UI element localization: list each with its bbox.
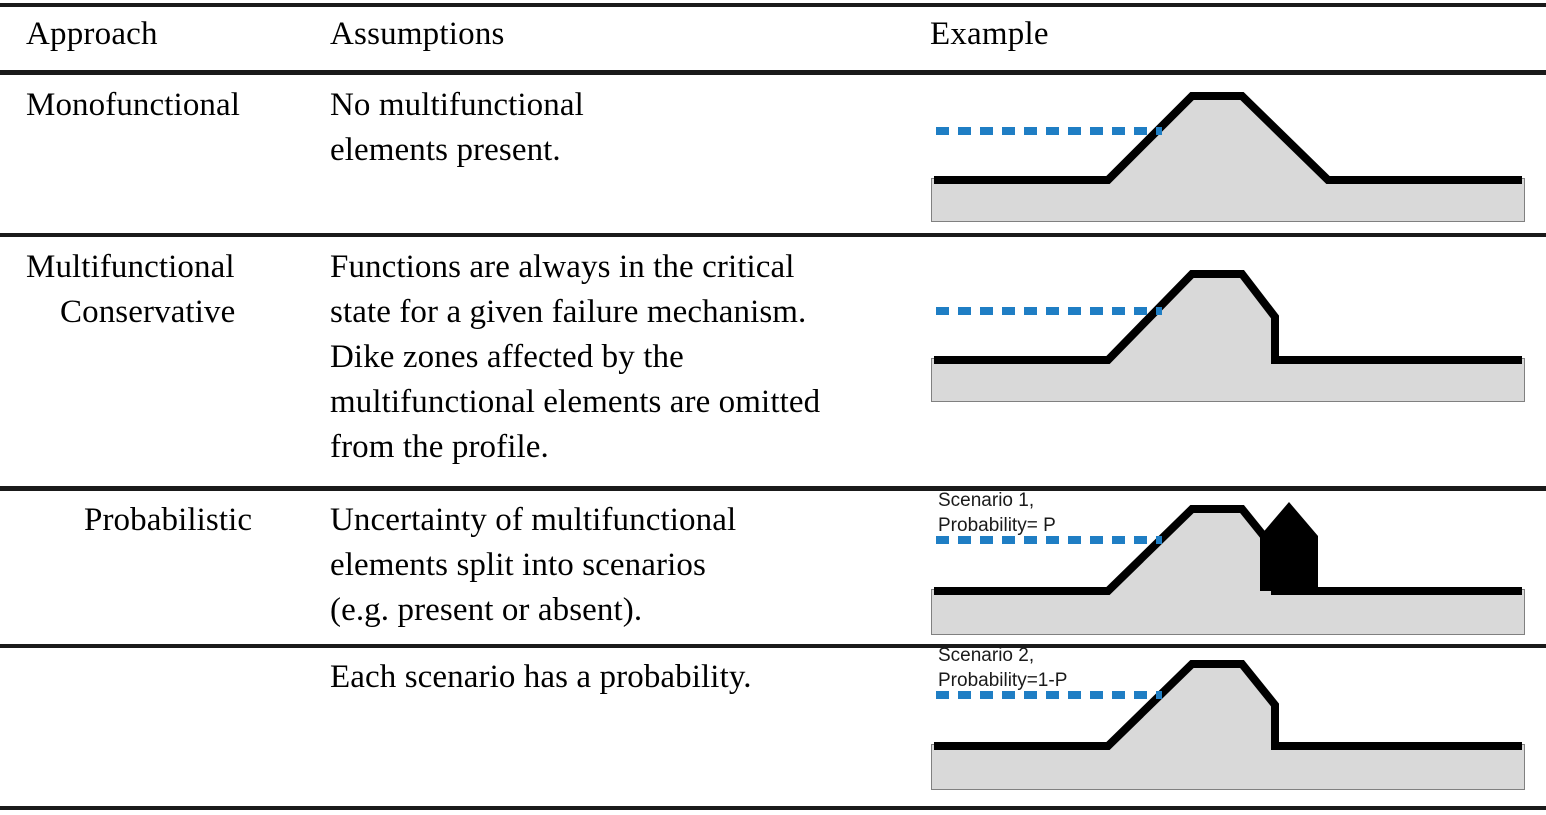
assumption-line: Dike zones affected by the bbox=[330, 339, 684, 375]
assumption-line: Uncertainty of multifunctional bbox=[330, 502, 737, 538]
table-row: Multifunctional Conservative Functions a… bbox=[0, 245, 1546, 470]
assumption-line: No multifunctional bbox=[330, 87, 584, 123]
cell-approach: Probabilistic bbox=[0, 498, 330, 543]
header-cell-approach: Approach bbox=[0, 14, 330, 54]
row-separator-2 bbox=[0, 486, 1546, 491]
scenario-label-line1: Scenario 2, bbox=[938, 645, 1034, 666]
assumption-line: elements present. bbox=[330, 132, 561, 168]
assumption-line: state for a given failure mechanism. bbox=[330, 294, 807, 330]
dike-body-fill bbox=[932, 273, 1524, 401]
cell-approach: Multifunctional Conservative bbox=[0, 245, 330, 335]
building-silhouette bbox=[1260, 502, 1318, 591]
assumptions-text: No multifunctional elements present. bbox=[330, 83, 930, 173]
table-row: Each scenario has a probability. Scenari… bbox=[0, 645, 1546, 790]
dike-profile-diagram-scenario2: Scenario 2, Probability=1-P bbox=[930, 639, 1546, 791]
cell-assumptions: Functions are always in the critical sta… bbox=[330, 245, 930, 470]
table-header-rule bbox=[0, 70, 1546, 75]
assumption-line: from the profile. bbox=[330, 429, 549, 465]
table-row: Probabilistic Uncertainty of multifuncti… bbox=[0, 490, 1546, 635]
column-header-example: Example bbox=[930, 16, 1049, 52]
table-header-row: Approach Assumptions Example bbox=[0, 14, 1546, 54]
table-row: Monofunctional No multifunctional elemen… bbox=[0, 83, 1546, 222]
approach-label: Multifunctional Conservative bbox=[26, 245, 330, 335]
assumption-line: elements split into scenarios bbox=[330, 547, 706, 583]
cell-assumptions: No multifunctional elements present. bbox=[330, 83, 930, 173]
approach-line: Monofunctional bbox=[26, 87, 241, 123]
scenario-label-line1: Scenario 1, bbox=[938, 490, 1034, 511]
dike-profile-diagram-truncated bbox=[930, 255, 1546, 405]
assumptions-text: Uncertainty of multifunctional elements … bbox=[330, 498, 930, 633]
assumption-line: (e.g. present or absent). bbox=[330, 592, 643, 628]
dike-body-fill bbox=[932, 95, 1524, 221]
dike-outline-truncated bbox=[934, 270, 1522, 364]
column-header-approach: Approach bbox=[26, 16, 158, 52]
column-header-assumptions: Assumptions bbox=[330, 16, 505, 52]
scenario-label-line2: Probability= P bbox=[938, 515, 1056, 536]
dike-outline bbox=[934, 92, 1522, 184]
assumption-line: multifunctional elements are omitted bbox=[330, 384, 821, 420]
header-cell-assumptions: Assumptions bbox=[330, 14, 930, 54]
assumption-line: Each scenario has a probability. bbox=[330, 659, 752, 695]
row-separator-1 bbox=[0, 233, 1546, 237]
dike-body-fill bbox=[932, 508, 1524, 634]
table-top-rule bbox=[0, 3, 1546, 7]
approach-line: Conservative bbox=[60, 294, 236, 330]
assumptions-text: Each scenario has a probability. bbox=[330, 655, 930, 700]
table-bottom-rule bbox=[0, 806, 1546, 810]
cell-assumptions: Each scenario has a probability. bbox=[330, 655, 930, 700]
dike-outline-truncated bbox=[934, 660, 1522, 750]
approach-label: Probabilistic bbox=[26, 498, 330, 543]
approach-line: Probabilistic bbox=[84, 502, 253, 538]
header-cell-example: Example bbox=[930, 14, 1546, 54]
cell-assumptions: Uncertainty of multifunctional elements … bbox=[330, 498, 930, 633]
scenario-label-line2: Probability=1-P bbox=[938, 670, 1067, 691]
dike-profile-diagram-with-building: Scenario 1, Probability= P bbox=[930, 484, 1546, 636]
cell-approach: Monofunctional bbox=[0, 83, 330, 128]
assumption-line: Functions are always in the critical bbox=[330, 249, 795, 285]
approach-label: Monofunctional bbox=[26, 83, 330, 128]
approach-line: Multifunctional bbox=[26, 249, 235, 285]
dike-body-fill bbox=[932, 663, 1524, 789]
assumptions-text: Functions are always in the critical sta… bbox=[330, 245, 930, 470]
dike-profile-diagram-symmetric bbox=[930, 83, 1546, 223]
row-separator-3 bbox=[0, 644, 1546, 648]
